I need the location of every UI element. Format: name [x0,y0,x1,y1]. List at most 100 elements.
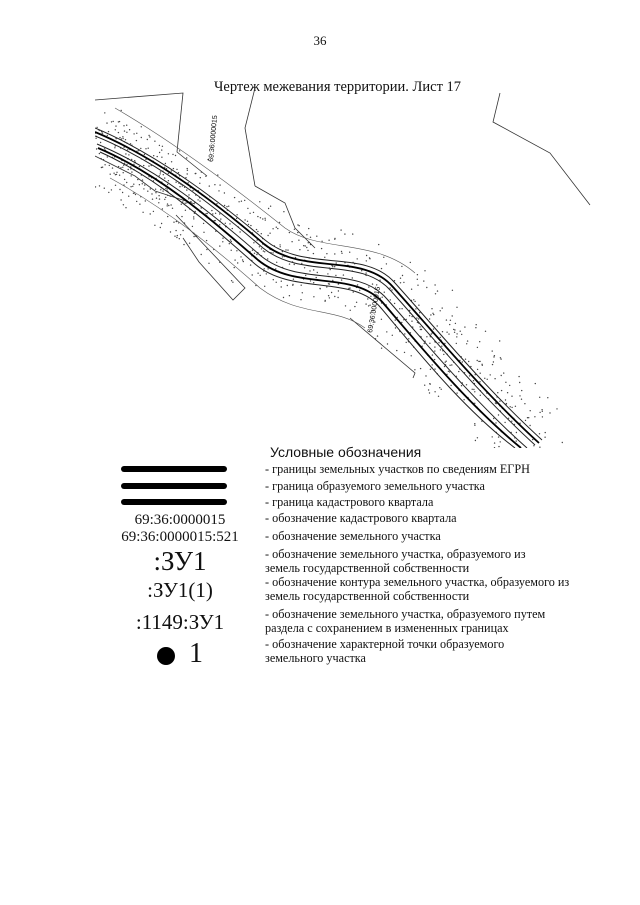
stipple-dot [410,288,413,290]
stipple-dot [365,254,368,257]
stipple-dot [124,139,127,141]
stipple-dot [240,256,242,258]
stipple-dot [252,211,255,214]
stipple-dot [244,199,246,202]
stipple-dot [275,281,277,283]
stipple-dot [208,262,210,264]
stipple-dot [308,227,310,230]
legend-symbol-point: 1 [100,638,260,670]
stipple-dot [222,237,224,239]
stipple-dot [303,267,306,269]
stipple-dot [429,383,431,385]
stipple-dot [119,188,121,191]
stipple-dot [103,187,105,189]
stipple-dot [125,207,127,209]
stipple-dot [264,251,266,253]
stipple-dot [473,388,475,391]
stipple-dot [236,214,238,216]
stipple-dot [369,312,372,314]
stipple-dot [160,189,162,191]
stipple-dot [179,234,182,236]
stipple-dot [474,402,476,404]
stipple-dot [279,244,281,246]
stipple-dot [148,165,150,167]
stipple-dot [191,225,194,228]
stipple-dot [178,150,181,152]
stipple-dot [176,234,178,237]
stipple-dot [386,331,388,333]
stipple-dot [233,266,235,269]
stipple-dot [378,243,380,246]
stipple-dot [474,439,477,442]
stipple-dot [205,239,208,242]
stipple-dot [282,296,285,299]
stipple-dot [476,359,478,362]
stipple-dot [106,122,108,124]
stipple-dot [259,274,261,277]
stipple-dot [294,256,297,259]
stipple-dot [495,402,497,405]
stipple-dot [141,183,143,185]
stipple-dot [144,200,146,202]
stipple-dot [267,207,270,210]
stipple-dot [500,358,502,360]
stipple-dot [344,305,347,307]
stipple-dot [122,204,125,206]
stipple-dot [242,260,244,263]
stipple-dot [269,205,272,207]
stipple-dot [437,395,440,397]
legend-symbol-egrn-boundary [121,466,227,472]
stipple-dot [401,308,403,310]
stipple-dot [401,274,404,277]
stipple-dot [506,392,509,394]
legend-desc: - обозначение земельного участка [265,529,441,543]
stipple-dot [136,132,138,134]
stipple-dot [418,304,420,306]
stipple-dot [519,422,521,424]
stipple-dot [471,388,473,390]
stipple-dot [149,213,151,215]
stipple-dot [143,188,145,190]
stipple-dot [298,239,300,241]
stipple-dot [188,198,190,200]
stipple-dot [188,242,191,244]
stipple-dot [208,185,210,187]
stipple-dot [250,224,252,227]
stipple-dot [491,363,494,366]
stipple-dot [334,295,336,298]
stipple-dot [143,164,145,167]
stipple-dot [493,417,495,420]
stipple-dot [256,253,258,256]
stipple-dot [185,177,187,179]
stipple-dot [161,145,164,147]
stipple-dot [257,215,259,218]
stipple-dot [511,395,513,397]
stipple-dot [167,180,170,182]
stipple-dot [228,205,230,207]
stipple-dot [401,265,403,268]
stipple-dot [430,314,432,316]
stipple-dot [534,416,536,418]
stipple-dot [334,266,336,268]
stipple-dot [433,358,436,361]
stipple-dot [424,270,426,272]
road-edge-line [95,127,543,441]
stipple-dot [162,174,164,176]
stipple-dot [459,330,461,332]
stipple-dot [181,215,183,218]
parcel-boundary-line [349,317,416,379]
stipple-dot [164,198,166,201]
stipple-dot [444,361,446,363]
stipple-dot [106,134,108,137]
stipple-dot [199,177,201,179]
stipple-dot [288,263,291,265]
stipple-dot [341,252,343,254]
boundary-line [114,107,416,274]
stipple-dot [340,279,343,281]
stipple-dot [416,278,418,280]
stipple-dot [354,305,356,308]
stipple-dot [170,170,172,172]
stipple-dot [368,286,370,288]
stipple-dot [425,375,427,377]
stipple-dot [287,249,289,251]
